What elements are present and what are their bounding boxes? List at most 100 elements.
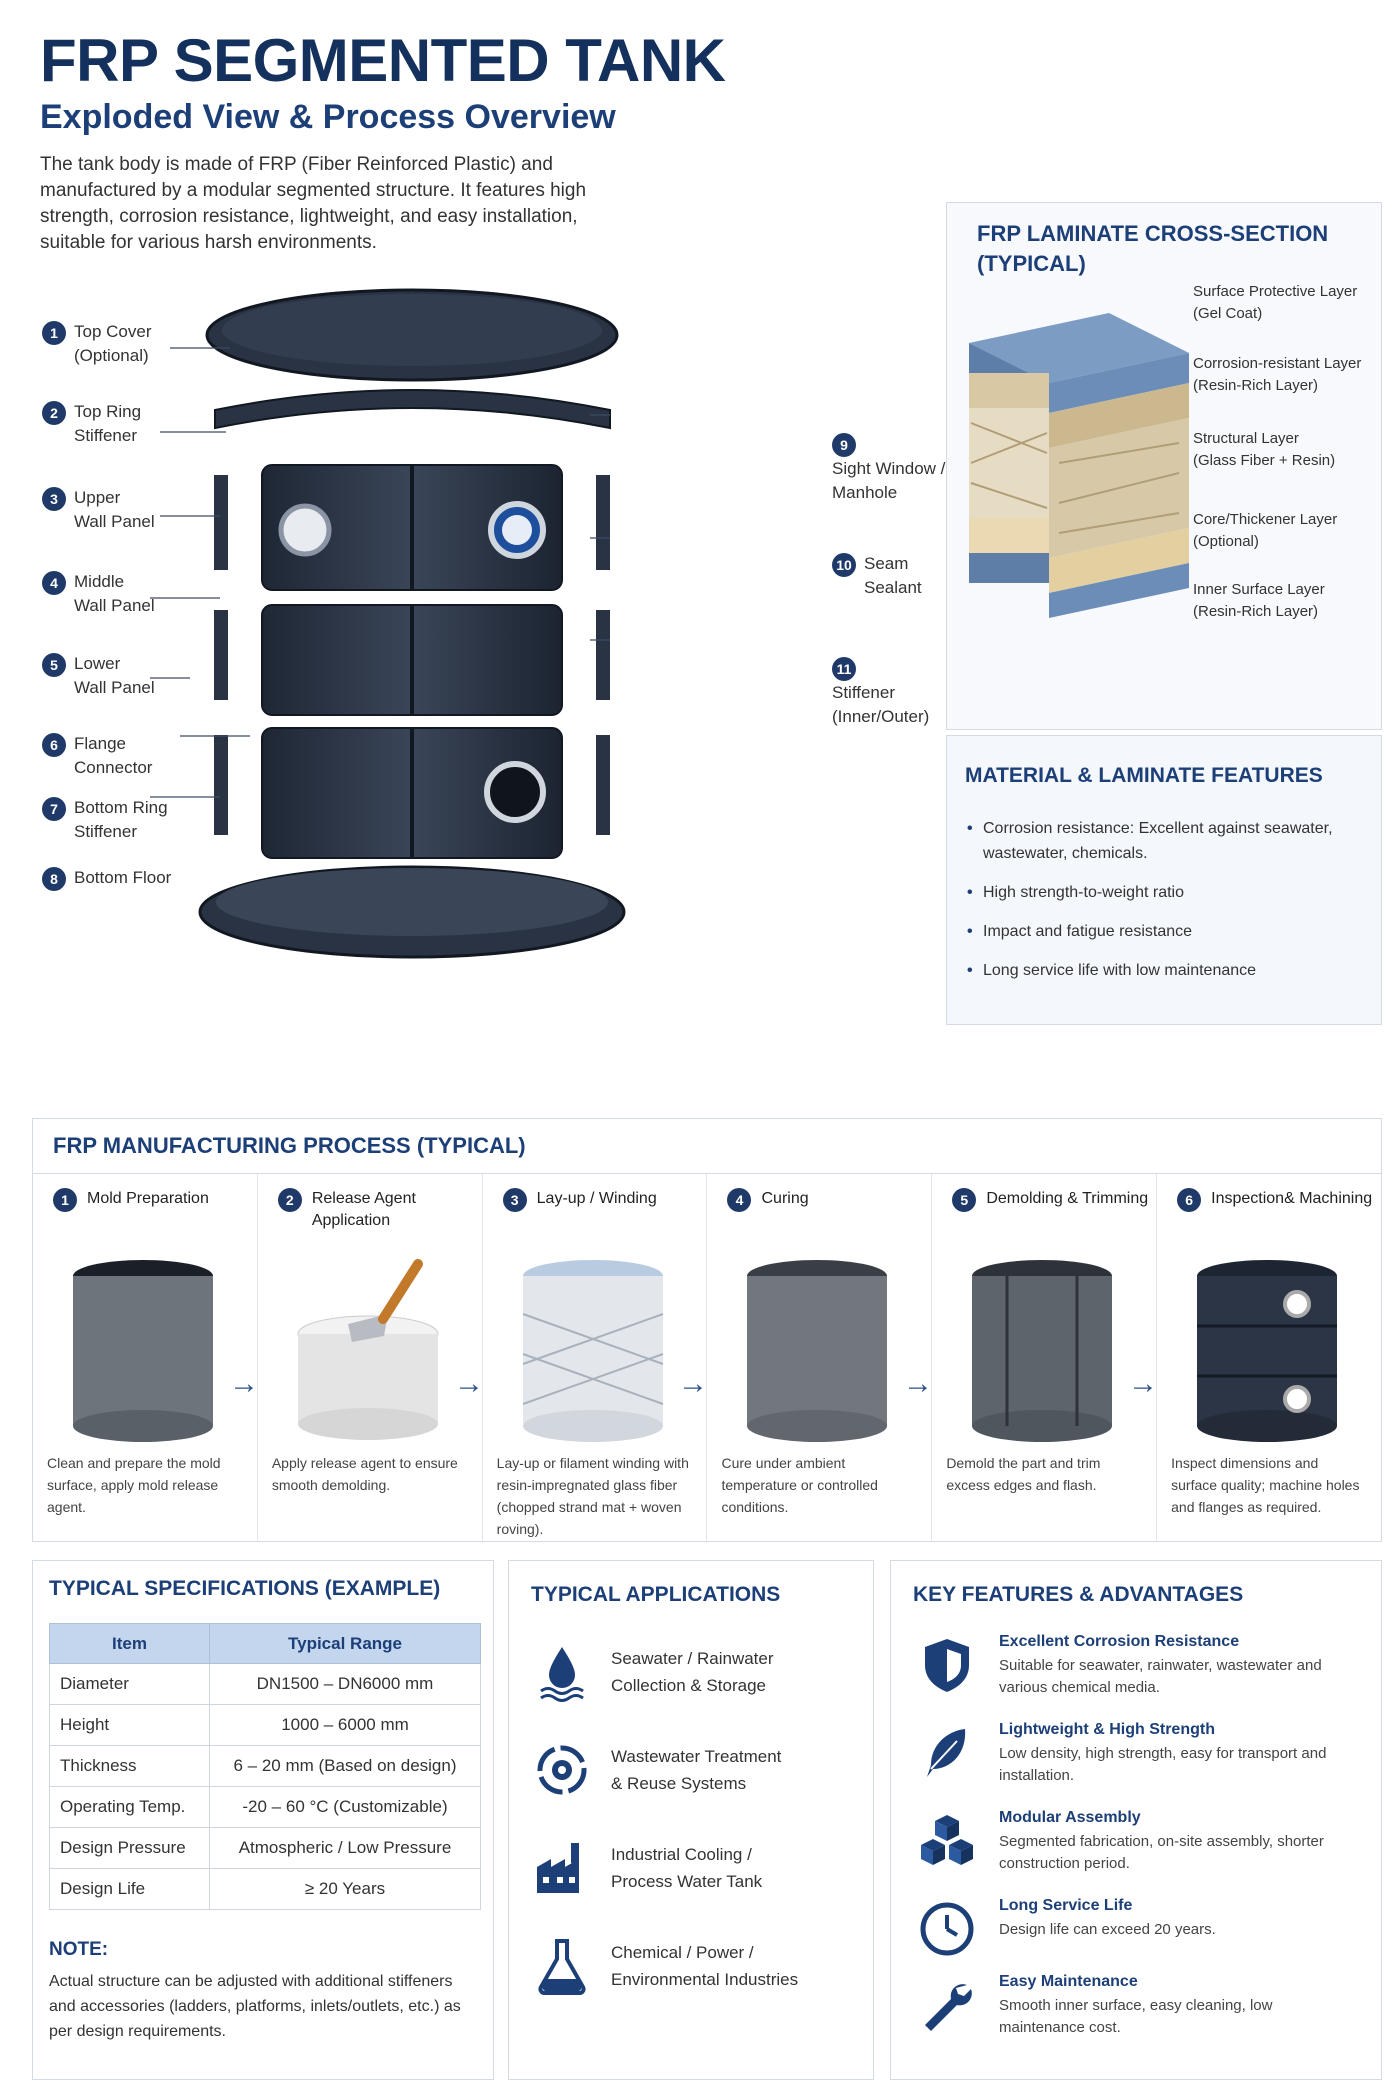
factory-icon xyxy=(537,1843,579,1893)
key-feature-title: Modular Assembly xyxy=(999,1809,1141,1826)
arrow-right-icon: → xyxy=(678,1367,708,1400)
step-description: Apply release agent to ensure smooth dem… xyxy=(271,1455,458,1493)
table-cell: Thickness xyxy=(49,1745,210,1787)
application-item: Seawater / Rainwater Collection & Storag… xyxy=(531,1641,861,1711)
key-feature-item: Long Service Life Design life can exceed… xyxy=(913,1897,1373,1975)
step-title: Demolding & Trimming xyxy=(986,1190,1149,1207)
tank-exploded-illustration xyxy=(150,288,626,959)
list-item: Long service life with low maintenance xyxy=(965,958,1365,983)
applications-title: TYPICAL APPLICATIONS xyxy=(531,1583,781,1606)
shield-icon xyxy=(925,1639,969,1692)
step-description: Clean and prepare the mold surface, appl… xyxy=(47,1455,221,1515)
key-feature-title: Lightweight & High Strength xyxy=(999,1721,1215,1738)
table-cell: -20 – 60 °C (Customizable) xyxy=(209,1786,481,1828)
stiffener-right-lower xyxy=(596,735,610,835)
step-title: Release Agent Application xyxy=(311,1190,416,1229)
table-cell: Diameter xyxy=(49,1663,210,1705)
sight-window-left xyxy=(278,503,332,557)
table-cell: Operating Temp. xyxy=(49,1786,210,1828)
mold-cylinder-image xyxy=(73,1260,213,1442)
inspection-tank-image xyxy=(1197,1260,1338,1442)
list-item: High strength-to-weight ratio xyxy=(965,880,1365,905)
application-label: Wastewater Treatment & Reuse Systems xyxy=(611,1747,782,1793)
material-features-title: MATERIAL & LAMINATE FEATURES xyxy=(965,764,1323,787)
page-subtitle: Exploded View & Process Overview xyxy=(40,98,616,136)
process-step-layup: 3 Lay-up / Winding Lay-up or filament win… xyxy=(483,1174,708,1541)
note-title: NOTE: xyxy=(49,1939,109,1960)
process-step-release-agent: 2 Release Agent Application Apply release… xyxy=(258,1174,483,1541)
key-feature-desc: Low density, high strength, easy for tra… xyxy=(999,1745,1327,1784)
step-description: Lay-up or filament winding with resin-im… xyxy=(496,1455,689,1537)
table-header-row: Item Typical Range xyxy=(49,1623,481,1664)
arrow-right-icon: → xyxy=(1128,1367,1158,1400)
step-number: 1 xyxy=(53,1188,77,1212)
specifications-title: TYPICAL SPECIFICATIONS (EXAMPLE) xyxy=(49,1577,441,1600)
table-cell: Design Life xyxy=(49,1868,210,1910)
step-title: Inspection& Machining xyxy=(1211,1190,1373,1207)
key-feature-item: Lightweight & High Strength Low density,… xyxy=(913,1721,1373,1799)
laminate-layer-structural: Structural Layer (Glass Fiber + Resin) xyxy=(1193,430,1336,469)
curing-image xyxy=(747,1260,888,1442)
laminate-layer-core: Core/Thickener Layer (Optional) xyxy=(1193,511,1338,550)
key-feature-item: Excellent Corrosion Resistance Suitable … xyxy=(913,1633,1373,1711)
recycle-gear-icon xyxy=(537,1745,587,1795)
column-header: Item xyxy=(49,1623,210,1664)
step-number: 3 xyxy=(502,1188,527,1212)
manhole-lower xyxy=(484,761,546,823)
step-number: 2 xyxy=(277,1188,302,1212)
flask-icon xyxy=(538,1939,586,1995)
key-feature-desc: Design life can exceed 20 years. xyxy=(999,1921,1216,1938)
table-cell: 6 – 20 mm (Based on design) xyxy=(209,1745,481,1787)
arrow-right-icon: → xyxy=(229,1367,259,1400)
stiffener-right-upper xyxy=(596,475,610,570)
arrow-right-icon: → xyxy=(903,1367,933,1400)
key-feature-title: Excellent Corrosion Resistance xyxy=(999,1633,1240,1650)
stiffener-left-middle xyxy=(214,610,228,700)
application-label: Chemical / Power / Environmental Industr… xyxy=(611,1943,799,1989)
clock-icon xyxy=(920,1902,974,1956)
stiffener-left-upper xyxy=(214,475,228,570)
table-cell: 1000 – 6000 mm xyxy=(209,1704,481,1746)
application-item: Industrial Cooling / Process Water Tank xyxy=(531,1837,861,1907)
table-row: Operating Temp.-20 – 60 °C (Customizable… xyxy=(49,1786,481,1828)
stiffener-right-middle xyxy=(596,610,610,700)
laminate-layer-inner: Inner Surface Layer (Resin-Rich Layer) xyxy=(1193,581,1325,620)
table-cell: Atmospheric / Low Pressure xyxy=(209,1827,481,1869)
callout-stiffener: 11Stiffener (Inner/Outer) xyxy=(832,656,950,729)
step-title: Lay-up / Winding xyxy=(536,1190,657,1207)
key-features-panel: KEY FEATURES & ADVANTAGES Excellent Corr… xyxy=(890,1560,1382,2080)
release-agent-image xyxy=(297,1259,439,1440)
key-feature-item: Easy Maintenance Smooth inner surface, e… xyxy=(913,1973,1373,2051)
laminate-cross-section-illustration xyxy=(969,313,1189,618)
step-description: Demold the part and trim excess edges an… xyxy=(946,1455,1101,1493)
specifications-panel: TYPICAL SPECIFICATIONS (EXAMPLE) Item Ty… xyxy=(32,1560,494,2080)
column-header: Typical Range xyxy=(209,1623,481,1664)
laminate-panel: FRP LAMINATE CROSS-SECTION (TYPICAL) Sur… xyxy=(946,202,1382,730)
step-title: Curing xyxy=(761,1190,809,1207)
application-item: Wastewater Treatment & Reuse Systems xyxy=(531,1739,861,1809)
wrench-icon xyxy=(925,1984,972,2031)
table-row: Design Life≥ 20 Years xyxy=(49,1868,481,1910)
intro-text: The tank body is made of FRP (Fiber Rein… xyxy=(40,154,587,253)
page-title: FRP SEGMENTED TANK xyxy=(40,27,726,94)
layup-winding-image xyxy=(522,1260,663,1442)
table-cell: Height xyxy=(49,1704,210,1746)
step-number: 4 xyxy=(727,1188,752,1212)
list-item: Impact and fatigue resistance xyxy=(965,919,1365,944)
